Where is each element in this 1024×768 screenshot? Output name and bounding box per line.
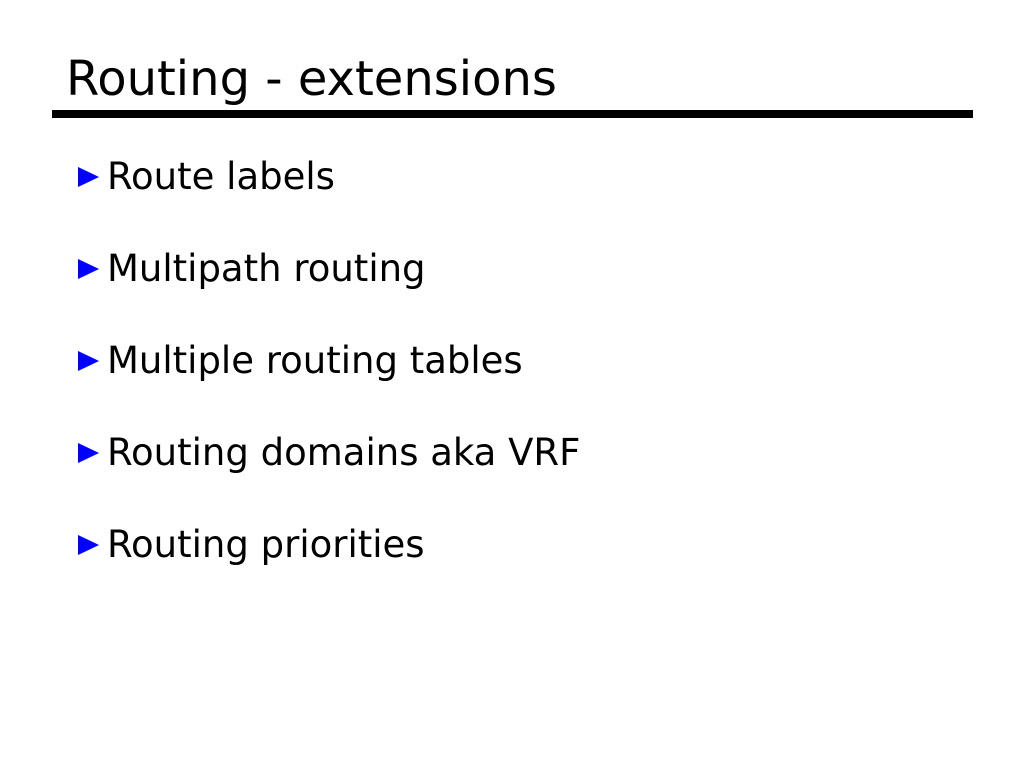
right-triangle-bullet-icon — [78, 351, 99, 371]
bullet-item: Multiple routing tables — [78, 339, 523, 383]
title-underline — [52, 110, 973, 118]
bullet-item: Routing domains aka VRF — [78, 431, 580, 475]
bullet-label: Routing priorities — [107, 522, 425, 566]
bullet-item: Route labels — [78, 155, 335, 199]
right-triangle-bullet-icon — [78, 535, 99, 555]
slide-title: Routing - extensions — [66, 51, 557, 107]
right-triangle-bullet-icon — [78, 167, 99, 187]
right-triangle-bullet-icon — [78, 443, 99, 463]
bullet-item: Routing priorities — [78, 523, 425, 567]
bullet-label: Routing domains aka VRF — [107, 430, 581, 474]
bullet-label: Multiple routing tables — [107, 338, 523, 382]
bullet-label: Route labels — [107, 154, 335, 198]
bullet-label: Multipath routing — [107, 246, 426, 290]
right-triangle-bullet-icon — [78, 259, 99, 279]
bullet-item: Multipath routing — [78, 247, 426, 291]
